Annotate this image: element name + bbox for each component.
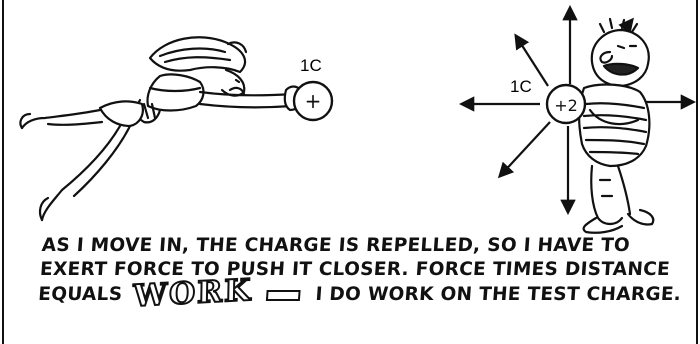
work-word: WORK	[132, 272, 254, 315]
left-charge-label: 1C	[300, 56, 322, 75]
caption-line-1: AS I MOVE IN, THE CHARGE IS REPELLED, SO…	[41, 235, 631, 256]
caption-line-3: EQUALS WORK I DO WORK ON THE TEST CHARGE…	[37, 272, 689, 315]
laughing-person-figure	[578, 17, 655, 234]
right-charge-ball	[545, 83, 587, 125]
caption-equals: EQUALS	[37, 284, 124, 305]
left-charge-ball	[292, 80, 334, 122]
left-ball-symbol: +	[305, 89, 322, 113]
caption-line-3-end: I DO WORK ON THE TEST CHARGE.	[314, 284, 682, 305]
right-charge-label: 1C	[510, 77, 532, 96]
flying-person-figure	[19, 36, 304, 222]
caption: AS I MOVE IN, THE CHARGE IS REPELLED, SO…	[37, 234, 692, 315]
dash-symbol	[266, 289, 302, 301]
right-ball-symbol: +2	[554, 96, 578, 115]
